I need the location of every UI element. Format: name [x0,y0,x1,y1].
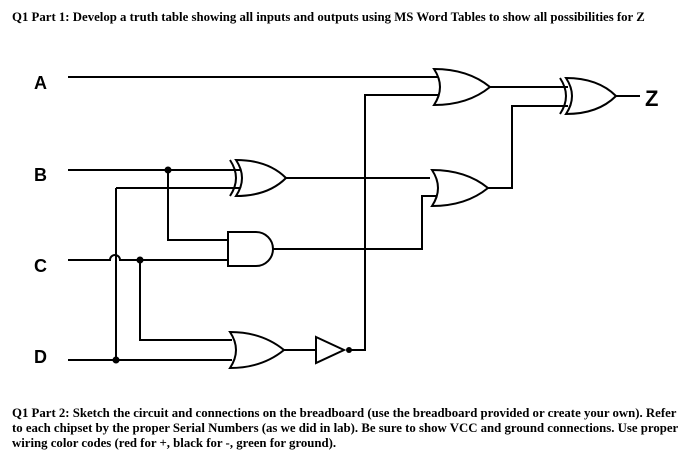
xor-gate-final [559,76,618,116]
input-label-c: C [34,256,47,276]
or-gate-a-buffer [432,67,492,107]
question-part1-text: Q1 Part 1: Develop a truth table showing… [12,10,645,24]
output-label-z: Z [645,86,658,111]
input-label-a: A [34,73,47,93]
question-part2-text: Q1 Part 2: Sketch the circuit and connec… [12,406,678,450]
buffer-gate [315,335,352,365]
junction-d [112,356,120,364]
wire-and-out [273,195,440,250]
wire-b-branch [167,170,228,241]
input-label-b: B [34,165,47,185]
input-label-d: D [34,347,47,367]
or-gate-xor-and [430,168,490,208]
or-gate-cd [228,330,286,370]
wire-buffer-out [349,94,438,351]
and-gate-bc [227,231,274,267]
wire-or2-out [488,105,568,189]
xor-gate-bc [229,158,288,198]
wire-c [68,254,140,261]
wire-c-up [139,260,232,341]
junction-b [164,166,172,174]
